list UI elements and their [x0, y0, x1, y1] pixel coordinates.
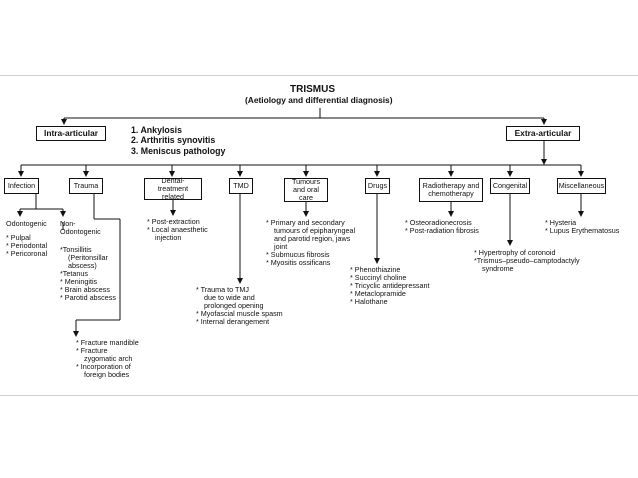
list-item: * Internal derangement [196, 317, 270, 327]
list-item: * Pulpal [6, 233, 31, 242]
non-odontogenic-list: *Tonsillitis (Peritonsillar abscess) *Te… [60, 245, 116, 303]
category-congenital: Congenital [490, 178, 530, 194]
misc-list: * Hysteria * Lupus Erythematosus [545, 218, 620, 236]
category-tumours: Tumours and oral care [284, 178, 328, 202]
list-item: * Parotid abscess [60, 293, 116, 303]
diagram-subtitle: (Aetiology and differential diagnosis) [245, 95, 393, 105]
slide-frame [0, 75, 638, 396]
list-item: * Fracture [76, 346, 108, 356]
category-tmd: TMD [229, 178, 253, 194]
list-item: zygomatic arch [84, 354, 133, 364]
dental-list: * Post-extraction * Local anaesthetic in… [147, 217, 208, 243]
list-item: (Peritonsillar [68, 253, 108, 263]
list-item: due to wide and [204, 293, 255, 303]
list-item: and parotid region, jaws [274, 234, 351, 244]
extra-articular-label: Extra-articular [514, 127, 572, 138]
category-radiotherapy: Radiotherapy and chemotherapy [419, 178, 483, 202]
list-item: foreign bodies [84, 370, 130, 380]
list-item: * Hysteria [545, 218, 577, 227]
list-item: * Osteoradionecrosis [405, 218, 472, 227]
list-item: * Local anaesthetic [147, 225, 208, 235]
intra-articular-label: Intra-articular [44, 127, 98, 138]
tumour-list: * Primary and secondary tumours of epiph… [266, 218, 356, 268]
list-item: * Lupus Erythematosus [545, 226, 620, 236]
list-item: * Meningitis [60, 277, 98, 287]
list-item: * Incorporation of [76, 362, 131, 372]
cause-item: 3. Meniscus pathology [131, 145, 226, 156]
list-item: * Periodontal [6, 241, 48, 251]
list-item: abscess) [68, 261, 97, 271]
list-item: * Metaclopramide [350, 289, 406, 299]
congenital-list: * Hypertrophy of coronoid *Trismus–pseud… [474, 248, 580, 274]
list-item: * Succinyl choline [350, 273, 407, 283]
list-item: *Trismus–pseudo–camptodactyly [474, 256, 580, 266]
list-item: * Post-extraction [147, 217, 200, 226]
list-item: * Post-radiation fibrosis [405, 226, 479, 236]
category-dental-treatment: Dental-treatment related [144, 177, 202, 200]
intra-articular-box: Intra-articular [36, 126, 106, 141]
list-item: syndrome [482, 264, 514, 274]
list-item: injection [155, 233, 182, 243]
drugs-list: * Phenothiazine * Succinyl choline * Tri… [350, 265, 430, 307]
odontogenic-label: Odontogenic [6, 219, 47, 228]
tmd-list: * Trauma to TMJ due to wide and prolonge… [196, 285, 283, 327]
list-item: * Myositis ossificans [266, 258, 331, 268]
non-odontogenic-label: Non- Odontogenic [60, 219, 101, 237]
list-item: * Halothane [350, 297, 388, 307]
list-item: *Tonsillitis [60, 245, 92, 254]
category-trauma: Trauma [69, 178, 103, 194]
list-item: * Tricyclic antidepressant [350, 281, 430, 291]
cause-item: 2. Arthritis synovitis [131, 135, 216, 146]
diagram-title: TRISMUS [290, 84, 335, 95]
list-item: tumours of epipharyngeal [274, 226, 356, 236]
list-item: * Pericoronal [6, 249, 48, 259]
list-item: * Primary and secondary [266, 218, 345, 227]
list-item: prolonged opening [204, 301, 264, 311]
list-item: * Myofascial muscle spasm [196, 309, 283, 319]
intra-articular-causes: 1. Ankylosis 2. Arthritis synovitis 3. M… [131, 125, 225, 156]
list-item: * Submucus fibrosis [266, 250, 330, 260]
category-drugs: Drugs [365, 178, 390, 194]
list-item: * Hypertrophy of coronoid [474, 248, 556, 257]
list-item: * Phenothiazine [350, 265, 401, 274]
odontogenic-list: * Pulpal * Periodontal * Pericoronal [6, 233, 48, 259]
radiotherapy-list: * Osteoradionecrosis * Post-radiation fi… [405, 218, 479, 236]
cause-item: 1. Ankylosis [131, 125, 183, 135]
list-item: * Trauma to TMJ [196, 285, 249, 294]
list-item: * Fracture mandible [76, 338, 139, 347]
list-item: joint [274, 242, 288, 252]
list-item: * Brain abscess [60, 285, 110, 295]
category-infection: Infection [4, 178, 39, 194]
trauma-list: * Fracture mandible * Fracture zygomatic… [76, 338, 139, 380]
category-miscellaneous: Miscellaneous [557, 178, 606, 194]
list-item: *Tetanus [60, 269, 88, 279]
extra-articular-box: Extra-articular [506, 126, 580, 141]
